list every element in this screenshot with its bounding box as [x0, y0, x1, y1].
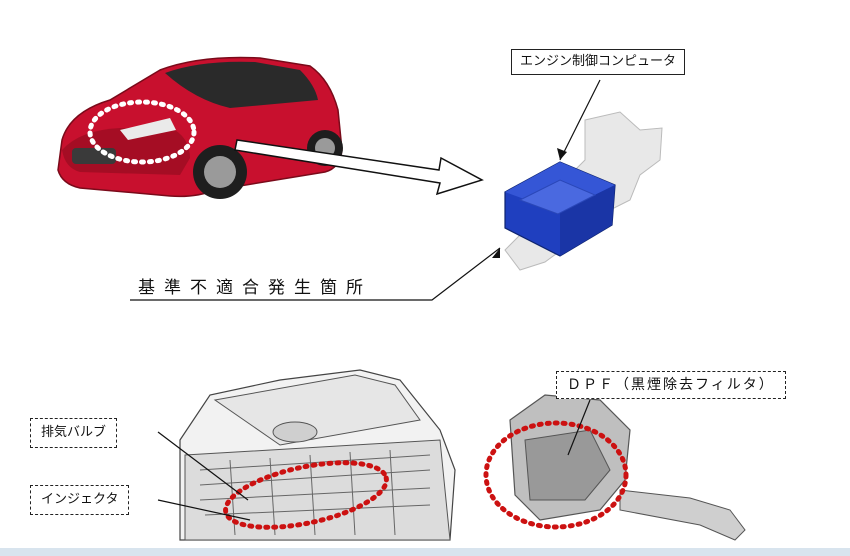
- ecu-label: エンジン制御コンピュータ: [511, 49, 686, 75]
- injector-label: インジェクタ: [30, 485, 130, 515]
- dpf-illustration: [483, 394, 746, 541]
- engine-illustration: [179, 369, 456, 541]
- ecu-pointer-line: [559, 79, 601, 161]
- ecu-illustration: [504, 111, 663, 271]
- dpf-label: ＤＰＦ（黒煙除去フィルタ）: [556, 371, 786, 399]
- injector-pointer: [157, 499, 251, 521]
- bottom-bar: [0, 548, 850, 556]
- site-pointer-arrowhead: [492, 248, 500, 258]
- ecu-pointer-arrowhead: [557, 148, 567, 160]
- nonconformity-site-label: 基準不適合発生箇所: [138, 278, 372, 298]
- car-illustration: [57, 56, 343, 199]
- car-to-ecu-arrow: [234, 139, 484, 196]
- dpf-pointer-line: [567, 399, 591, 456]
- exhaust-valve-label: 排気バルブ: [30, 418, 118, 448]
- exhaust-valve-pointer: [157, 431, 249, 501]
- site-pointer-line: [130, 247, 501, 301]
